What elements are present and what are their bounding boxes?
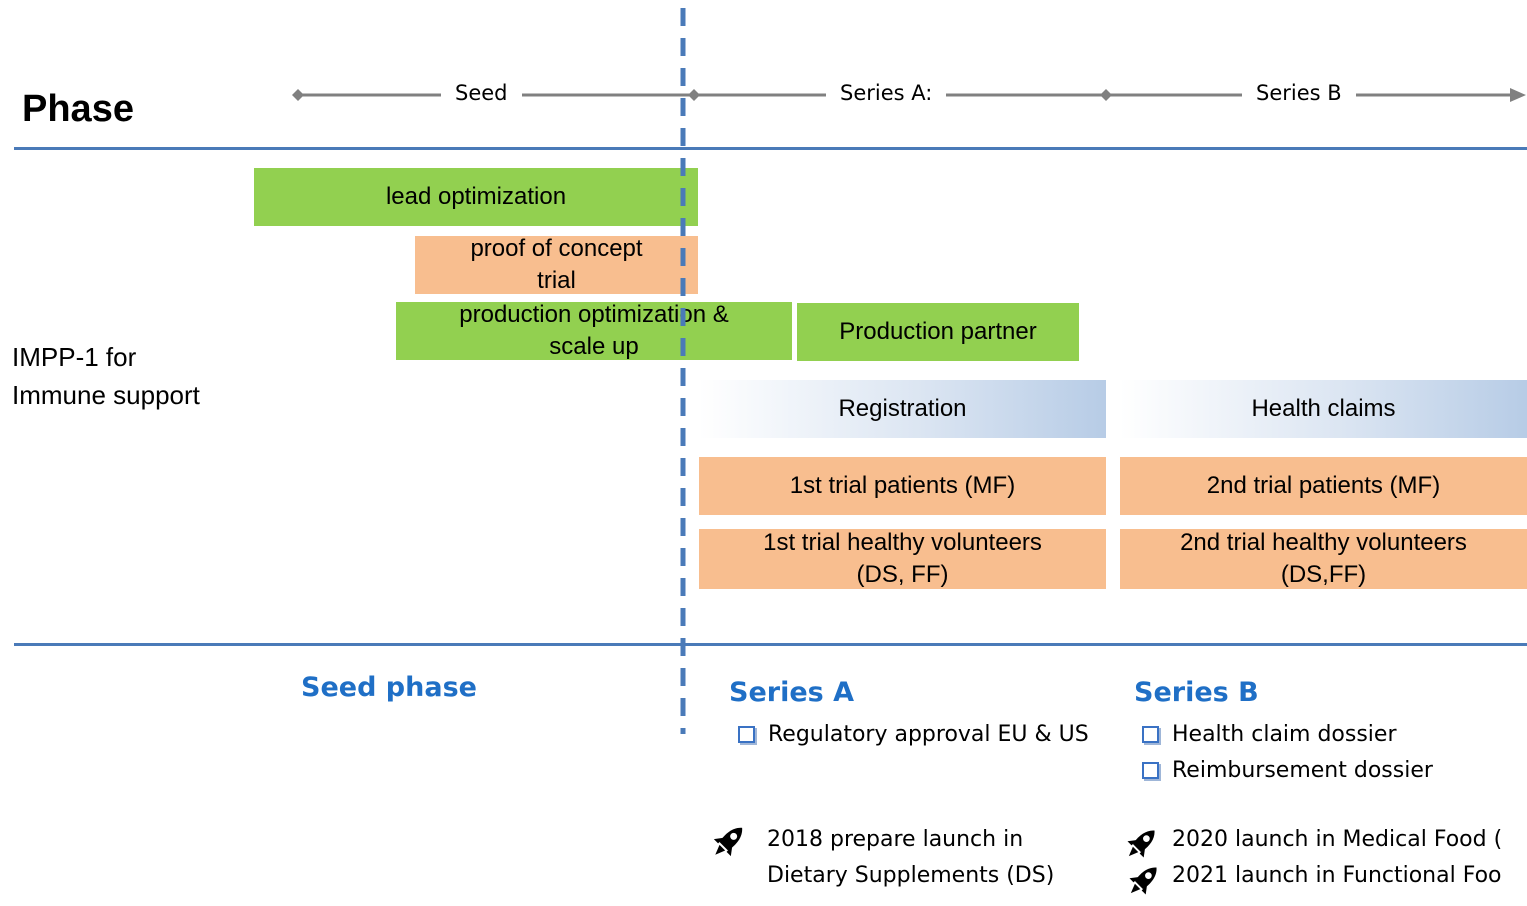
bar-label: Health claims [1251,395,1396,422]
rocket-icon [713,827,743,857]
bar-label: 2nd trial healthy volunteers [1180,529,1467,556]
bottom-divider [14,643,1527,646]
bar-label: 2nd trial patients (MF) [1206,472,1441,499]
seed-phase-title: Seed phase [301,672,477,703]
milestone-text: 2018 prepare launch in [767,827,1024,852]
checkbox-icon [1142,725,1159,743]
diamond-marker [688,89,700,101]
bar-label: scale up [549,333,639,360]
bar-production-partner: Production partner [797,303,1079,361]
bar-trial1-healthy: 1st trial healthy volunteers (DS, FF) [699,529,1106,589]
bar-label: trial [537,267,576,294]
bar-label: 1st trial healthy volunteers [763,529,1042,556]
bar-label: Registration [838,395,967,422]
milestone-series-a: 2018 prepare launch in Dietary Supplemen… [767,822,1054,894]
bar-label: production optimization & [459,301,729,328]
bar-registration: Registration [699,380,1106,438]
bar-label: lead optimization [385,183,567,210]
checkbox-icon [738,725,755,743]
list-item-label: Health claim dossier [1172,721,1397,747]
list-item: Reimbursement dossier [1142,752,1433,788]
series-a-list: Regulatory approval EU & US [738,716,1089,752]
series-a-title: Series A [729,677,855,708]
product-label-line: Immune support [12,380,200,410]
bar-trial2-patients: 2nd trial patients (MF) [1120,457,1527,515]
timeline-label-series-b: Series B [1242,78,1356,108]
series-b-list: Health claim dossier Reimbursement dossi… [1142,716,1433,788]
bar-trial2-healthy: 2nd trial healthy volunteers (DS,FF) [1120,529,1527,589]
timeline-label-series-a: Series A: [826,78,947,108]
timeline-label-seed: Seed [441,78,522,108]
diamond-marker [1100,89,1112,101]
bar-label: proof of concept [470,235,643,262]
bar-health-claims: Health claims [1120,380,1527,438]
seed-series-divider [680,8,686,734]
rocket-icon [1129,867,1157,895]
bar-label: (DS,FF) [1280,561,1367,588]
bar-label: Production partner [839,318,1037,345]
bar-production-optimization: production optimization & scale up [396,301,792,360]
milestone-text: Dietary Supplements (DS) [767,863,1055,888]
bar-lead-optimization: lead optimization [254,168,698,226]
bar-label: 1st trial patients (MF) [789,472,1016,499]
diamond-marker [292,89,304,101]
milestone-series-b: 2020 launch in Medical Food ( 2021 launc… [1172,822,1527,894]
milestone-text: 2021 launch in Functional Foo [1172,863,1502,888]
checkbox-icon [1142,761,1159,779]
list-item-label: Regulatory approval EU & US [768,721,1089,747]
list-item-label: Reimbursement dossier [1172,757,1433,783]
top-divider [14,147,1527,150]
phase-title: Phase [22,88,134,130]
product-label: IMPP-1 for Immune support [12,338,200,414]
bar-label: (DS, FF) [856,561,949,588]
milestone-text: 2020 launch in Medical Food ( [1172,827,1503,852]
bar-proof-of-concept: proof of concept trial [415,235,698,294]
series-b-title: Series B [1134,677,1259,708]
timeline-axis [292,88,1526,102]
product-label-line: IMPP-1 for [12,342,137,372]
list-item: Regulatory approval EU & US [738,716,1089,752]
rocket-icon [1127,830,1155,858]
list-item: Health claim dossier [1142,716,1433,752]
arrowhead [1510,88,1526,102]
bar-trial1-patients: 1st trial patients (MF) [699,457,1106,515]
